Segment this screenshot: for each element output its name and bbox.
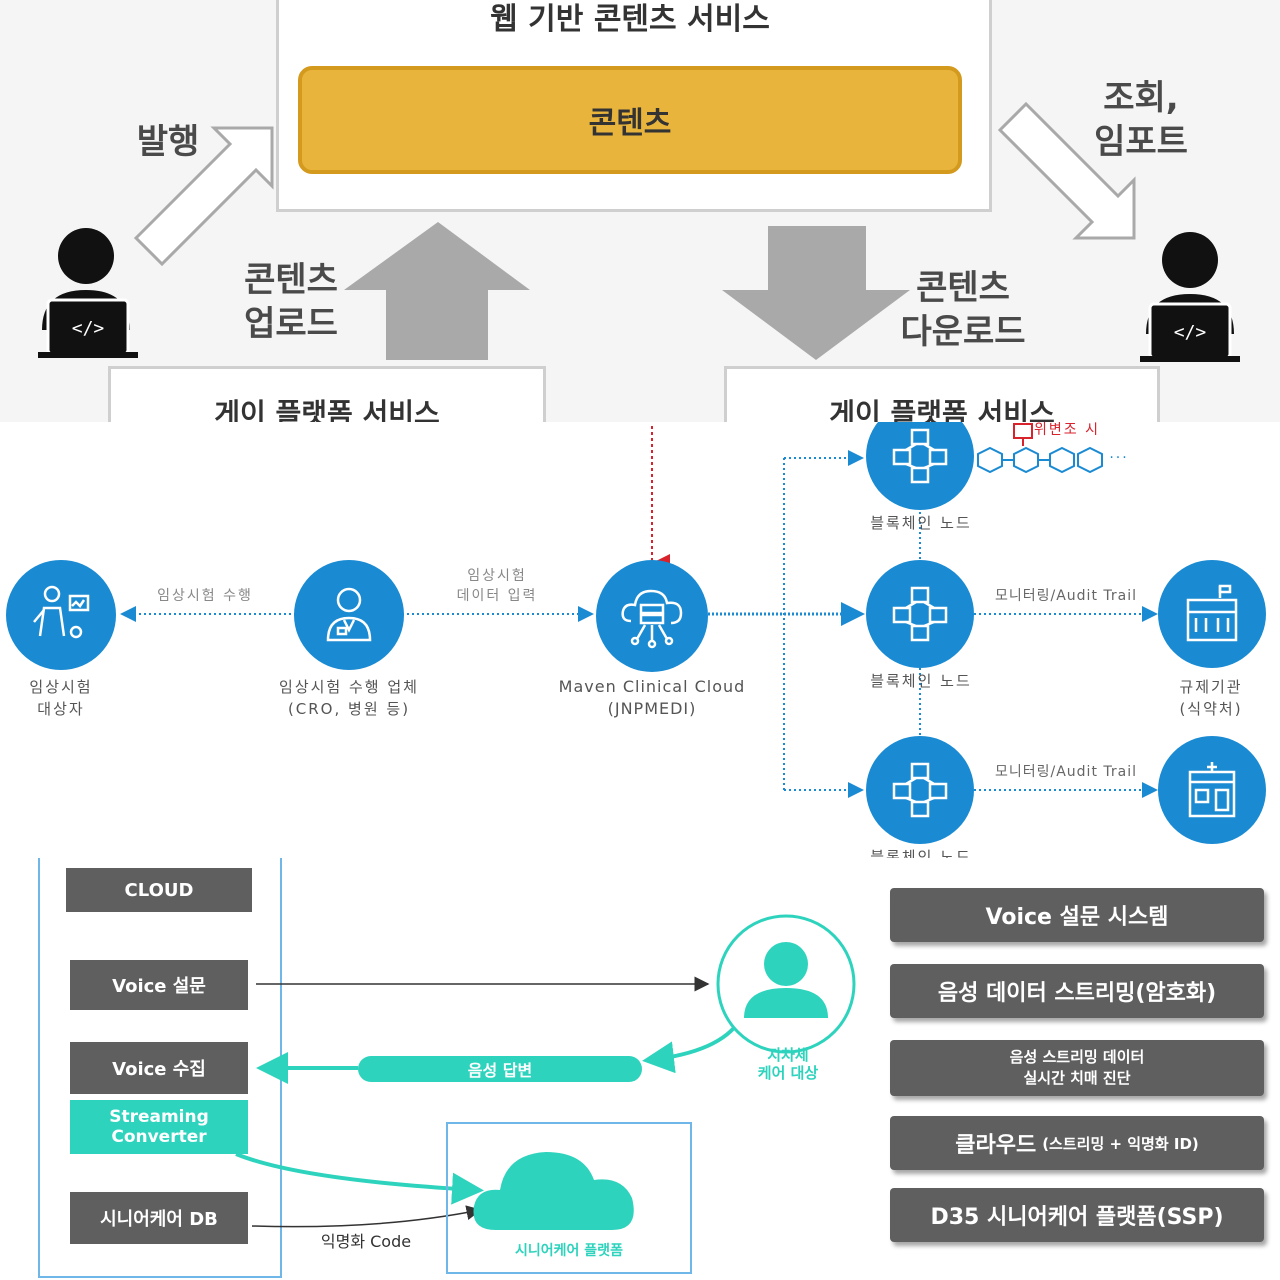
senior-platform-frame (446, 1122, 692, 1274)
tamper-warning-icon (1013, 423, 1033, 446)
developer-laptop-icon: </> (38, 228, 138, 358)
voice-answer-pill: 음성 답변 (358, 1056, 642, 1082)
doctor-icon (326, 587, 372, 642)
voice-collect-box: Voice 수집 (70, 1042, 248, 1094)
blockchain-node-3 (866, 736, 974, 844)
platform-service-box-left (108, 366, 546, 422)
anon-code-label: 익명화 Code (320, 1232, 412, 1251)
upload-arrow (344, 222, 530, 360)
streaming-converter-box: Streaming Converter (70, 1100, 248, 1154)
platform-right-title: 게이 플랫폼 서비스 (829, 397, 1055, 422)
edge-subject-cro: 임상시험 수행 (157, 588, 253, 604)
system-item-1: Voice 설문 시스템 (890, 888, 1264, 942)
cro-node (294, 560, 404, 670)
cloud-box: CLOUD (66, 868, 252, 912)
blockchain-node-1 (866, 422, 974, 510)
bc-node-3-label: 블록체인 노드 (870, 848, 972, 858)
system-item-2: 음성 데이터 스트리밍(암호화) (890, 964, 1264, 1018)
voice-survey-box: Voice 설문 (70, 960, 248, 1010)
mid-connectors (120, 423, 1158, 798)
system-item-4: 클라우드 (스트리밍 + 익명화 ID) (890, 1116, 1264, 1170)
service-title: 웹 기반 콘텐츠 서비스 (490, 2, 770, 37)
tamper-label: 위변조 시 (1034, 422, 1100, 438)
chain-ellipsis: ··· (1109, 450, 1129, 466)
blockchain-node-2 (866, 560, 974, 668)
clinical-subject-node (6, 560, 116, 670)
upload-label: 콘텐츠 업로드 (244, 260, 338, 344)
care-target-label: 지차체 케어 대상 (757, 1046, 819, 1082)
person-silhouette-icon (716, 914, 856, 1054)
block-chain-icons (977, 446, 1103, 474)
platform-left-title: 게이 플랫폼 서비스 (214, 397, 440, 422)
government-building-icon (1186, 584, 1238, 642)
blockchain-icon (892, 428, 948, 484)
hospital-node (1158, 736, 1266, 844)
patient-icon (33, 585, 90, 639)
bc-node-2-label: 블록체인 노드 (870, 672, 972, 690)
blockchain-icon (892, 762, 948, 818)
cro-label: 임상시험 수행 업체 (CRO, 병원 등) (279, 678, 419, 718)
top-arrows: </> </> (38, 101, 1240, 362)
content-service-diagram: 웹 기반 콘텐츠 서비스 콘텐츠 </> (0, 0, 1280, 422)
maven-cloud-node (596, 560, 708, 672)
senior-db-box: 시니어케어 DB (70, 1192, 248, 1244)
regulator-label: 규제기관 (식약처) (1179, 678, 1243, 718)
senior-platform-label: 시니어케어 플랫폼 (515, 1243, 623, 1259)
cloud-server-icon (621, 589, 683, 649)
regulator-node (1158, 560, 1266, 668)
platform-service-box-right (724, 366, 1160, 422)
publish-arrow (133, 126, 274, 267)
cloud-icon (473, 1152, 634, 1230)
edge-monitor-1: 모니터링/Audit Trail (994, 588, 1137, 604)
system-item-3: 음성 스트리밍 데이터 실시간 치매 진단 (890, 1040, 1264, 1096)
bc-node-1-label: 블록체인 노드 (870, 514, 972, 532)
bottom-connectors (235, 914, 856, 1230)
hospital-icon (1188, 762, 1236, 818)
edge-monitor-2: 모니터링/Audit Trail (994, 764, 1137, 780)
blockchain-icon (892, 586, 948, 642)
view-import-arrow (997, 101, 1136, 240)
svg-text:</>: </> (72, 318, 105, 339)
senior-care-voice-diagram: CLOUD Voice 설문 Voice 수집 Streaming Conver… (0, 858, 1280, 1280)
view-import-label: 조회, 임포트 (1094, 78, 1188, 162)
clinical-blockchain-diagram: 임상시험 대상자 임상시험 수행 업체 (CRO, 병원 등) Maven Cl… (0, 422, 1280, 858)
cloud-label: Maven Clinical Cloud (JNPMEDI) (558, 677, 746, 718)
developer-laptop-icon: </> (1140, 232, 1240, 362)
content-bar: 콘텐츠 (298, 66, 962, 174)
system-item-5: D35 시니어케어 플랫폼(SSP) (890, 1188, 1264, 1242)
publish-label: 발행 (136, 122, 200, 162)
subject-label: 임상시험 대상자 (29, 678, 93, 718)
edge-cro-cloud: 임상시험 데이터 입력 (456, 568, 538, 604)
download-label: 콘텐츠 다운로드 (900, 268, 1026, 352)
svg-text:</>: </> (1174, 322, 1207, 343)
download-arrow (722, 226, 910, 360)
